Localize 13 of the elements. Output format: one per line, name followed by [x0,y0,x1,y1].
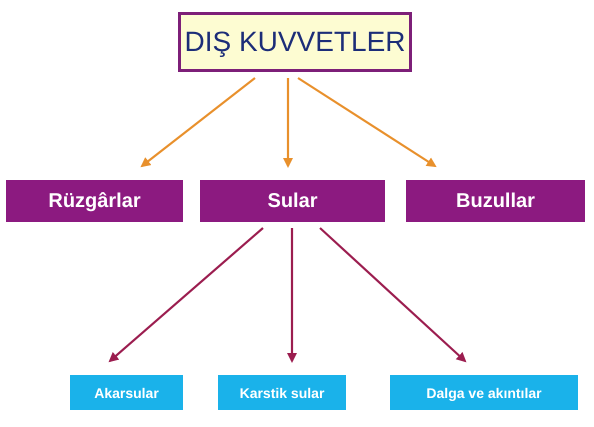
arrow [319,227,466,362]
arrow [287,228,297,363]
title-box: DIŞ KUVVETLER [178,12,412,72]
category-box: Akarsular [70,375,183,410]
arrow [283,78,293,168]
category-box: Sular [200,180,385,222]
category-box: Rüzgârlar [6,180,183,222]
category-box: Karstik sular [218,375,346,410]
arrow [297,77,437,168]
arrow [108,227,264,362]
category-box: Dalga ve akıntılar [390,375,578,410]
arrow [140,77,256,168]
category-box: Buzullar [406,180,585,222]
